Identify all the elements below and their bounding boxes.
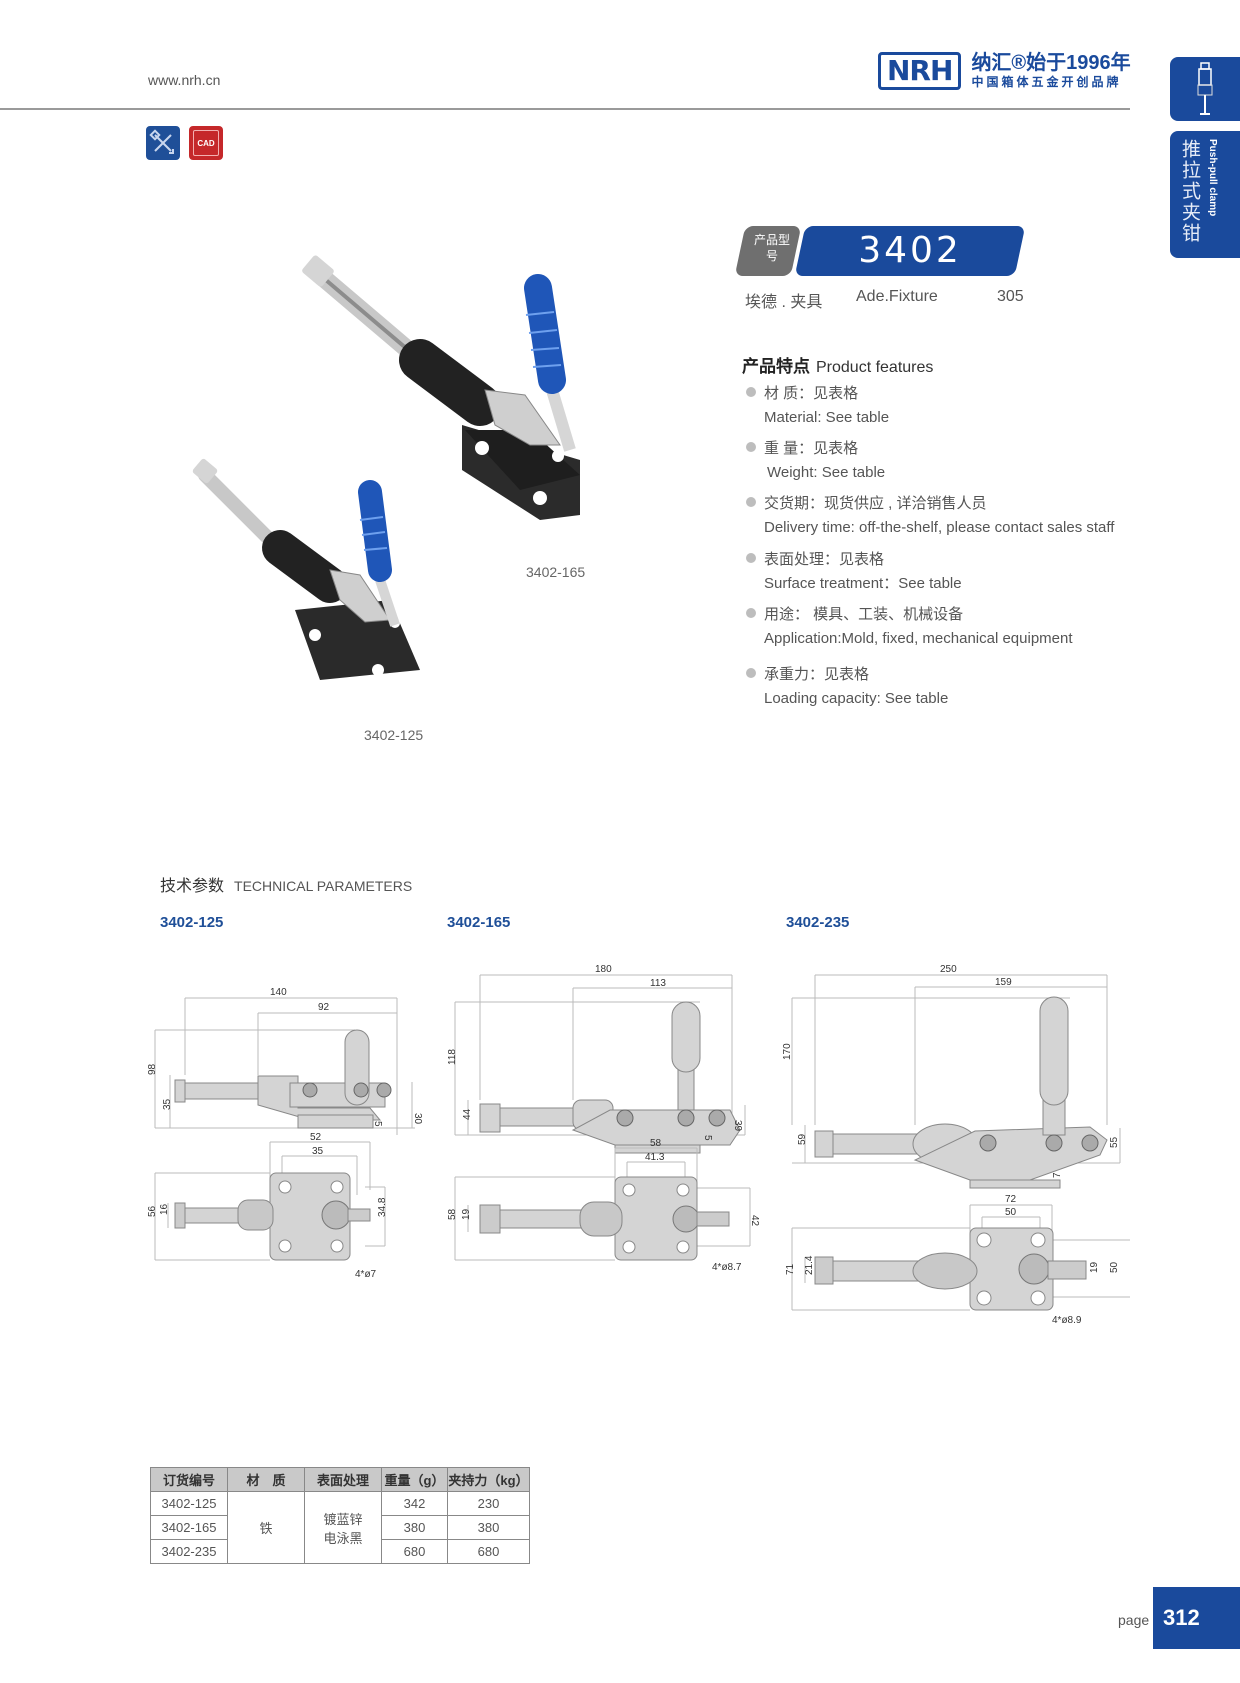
table-row: 3402-165 380 380 [150,1515,530,1540]
svg-text:35: 35 [162,1098,173,1110]
svg-text:140: 140 [270,987,287,998]
col-order-code: 订货编号 [150,1467,228,1492]
svg-text:98: 98 [147,1063,158,1075]
drawing-3402-235: 250 159 170 59 55 7 72 50 71 21.4 19 50 … [782,964,1130,1326]
drawing-3402-125: 140 92 98 35 30 5 52 35 56 16 34.8 4*ø7 [147,987,423,1280]
col-force: 夹持力（kg） [447,1467,530,1492]
col-material: 材 质 [227,1467,305,1492]
svg-text:50: 50 [1109,1261,1120,1273]
logo-mark: NRH [878,52,962,90]
bullet-icon [746,553,756,564]
product-name-en: Ade.Fixture [856,288,938,305]
page-label: page [1118,1612,1150,1628]
svg-text:42: 42 [749,1215,760,1227]
drawing-tools-button[interactable] [146,126,180,160]
svg-text:50: 50 [1005,1207,1017,1218]
svg-text:4*ø7: 4*ø7 [355,1269,377,1280]
svg-text:5: 5 [702,1135,713,1141]
svg-text:92: 92 [318,1002,330,1013]
clamp-large-image [302,255,580,520]
svg-text:58: 58 [447,1208,458,1220]
svg-text:159: 159 [995,977,1012,988]
bullet-icon [746,668,756,679]
svg-text:4*ø8.7: 4*ø8.7 [712,1262,742,1273]
svg-text:250: 250 [940,964,957,975]
svg-text:44: 44 [462,1108,473,1120]
svg-text:55: 55 [1109,1136,1120,1148]
model-badge-label: 产品型号 [753,233,790,263]
svg-text:72: 72 [1005,1194,1017,1205]
svg-text:39: 39 [732,1120,743,1132]
svg-text:58: 58 [650,1138,662,1149]
photo-caption-165: 3402-165 [526,564,586,580]
brand-logo: NRH 纳汇®始于1996年 中国箱体五金开创品牌 [878,52,1131,90]
logo-tagline: 纳汇®始于1996年 [971,52,1131,74]
svg-text:16: 16 [159,1203,170,1215]
svg-text:19: 19 [461,1208,472,1220]
cad-file-icon: CAD [193,130,219,156]
drawing-3402-165: 180 113 118 44 39 5 58 41.3 58 19 42 4*ø… [447,964,760,1273]
side-tab-product-icon[interactable] [1170,57,1240,121]
side-tab-category[interactable]: 推拉式夹钳 Push-pull clamp [1170,131,1240,258]
svg-text:41.3: 41.3 [645,1152,665,1163]
spec-table: 订货编号 材 质 表面处理 重量（g） 夹持力（kg） 3402-125 铁 镀… [150,1467,530,1564]
features-title-cn: 产品特点 [742,357,810,376]
svg-text:56: 56 [147,1205,158,1217]
col-weight: 重量（g） [381,1467,448,1492]
model-heading-165: 3402-165 [447,914,511,931]
col-surface: 表面处理 [304,1467,382,1492]
material-code: 305 [997,288,1024,305]
bullet-icon [746,387,756,398]
bullet-icon [746,608,756,619]
svg-text:34.8: 34.8 [377,1197,388,1217]
model-heading-235: 3402-235 [786,914,850,931]
svg-text:7: 7 [1052,1172,1063,1178]
cad-download-button[interactable]: CAD [189,126,223,160]
features-title: 产品特点 Product features [742,352,933,377]
svg-text:21.4: 21.4 [804,1255,815,1275]
table-row: 3402-125 铁 镀蓝锌电泳黑 342 230 [150,1491,530,1564]
table-row: 3402-235 680 680 [150,1539,530,1564]
svg-text:170: 170 [782,1043,793,1060]
svg-text:59: 59 [797,1133,808,1145]
bullet-icon [746,497,756,508]
ruler-pencil-icon [149,129,174,154]
logo-subtagline: 中国箱体五金开创品牌 [971,75,1122,89]
category-cn: 推拉式夹钳 [1179,139,1200,244]
category-en: Push-pull clamp [1207,139,1218,217]
page-number: 312 [1153,1587,1240,1649]
header-divider [0,108,1130,110]
model-number: 3402 [858,230,962,271]
svg-text:5: 5 [372,1121,383,1127]
svg-text:71: 71 [785,1263,796,1275]
clamp-small-image [192,458,420,680]
svg-text:19: 19 [1089,1261,1100,1273]
svg-text:30: 30 [412,1113,423,1125]
svg-text:4*ø8.9: 4*ø8.9 [1052,1315,1082,1326]
svg-text:52: 52 [310,1132,322,1143]
material-cell: 铁 [227,1491,305,1564]
photo-caption-125: 3402-125 [364,727,424,743]
surface-cell: 镀蓝锌电泳黑 [304,1491,382,1564]
svg-text:113: 113 [650,978,666,989]
product-name-cn: 埃德 . 夹具 [745,294,823,311]
bullet-icon [746,442,756,453]
svg-text:180: 180 [595,964,612,975]
features-title-en: Product features [816,359,934,376]
clamp-thumbnail-icon [1197,62,1213,115]
model-heading-125: 3402-125 [160,914,224,931]
site-url[interactable]: www.nrh.cn [148,72,221,88]
svg-text:35: 35 [312,1146,324,1157]
product-photo [192,255,580,680]
svg-text:118: 118 [447,1049,458,1065]
